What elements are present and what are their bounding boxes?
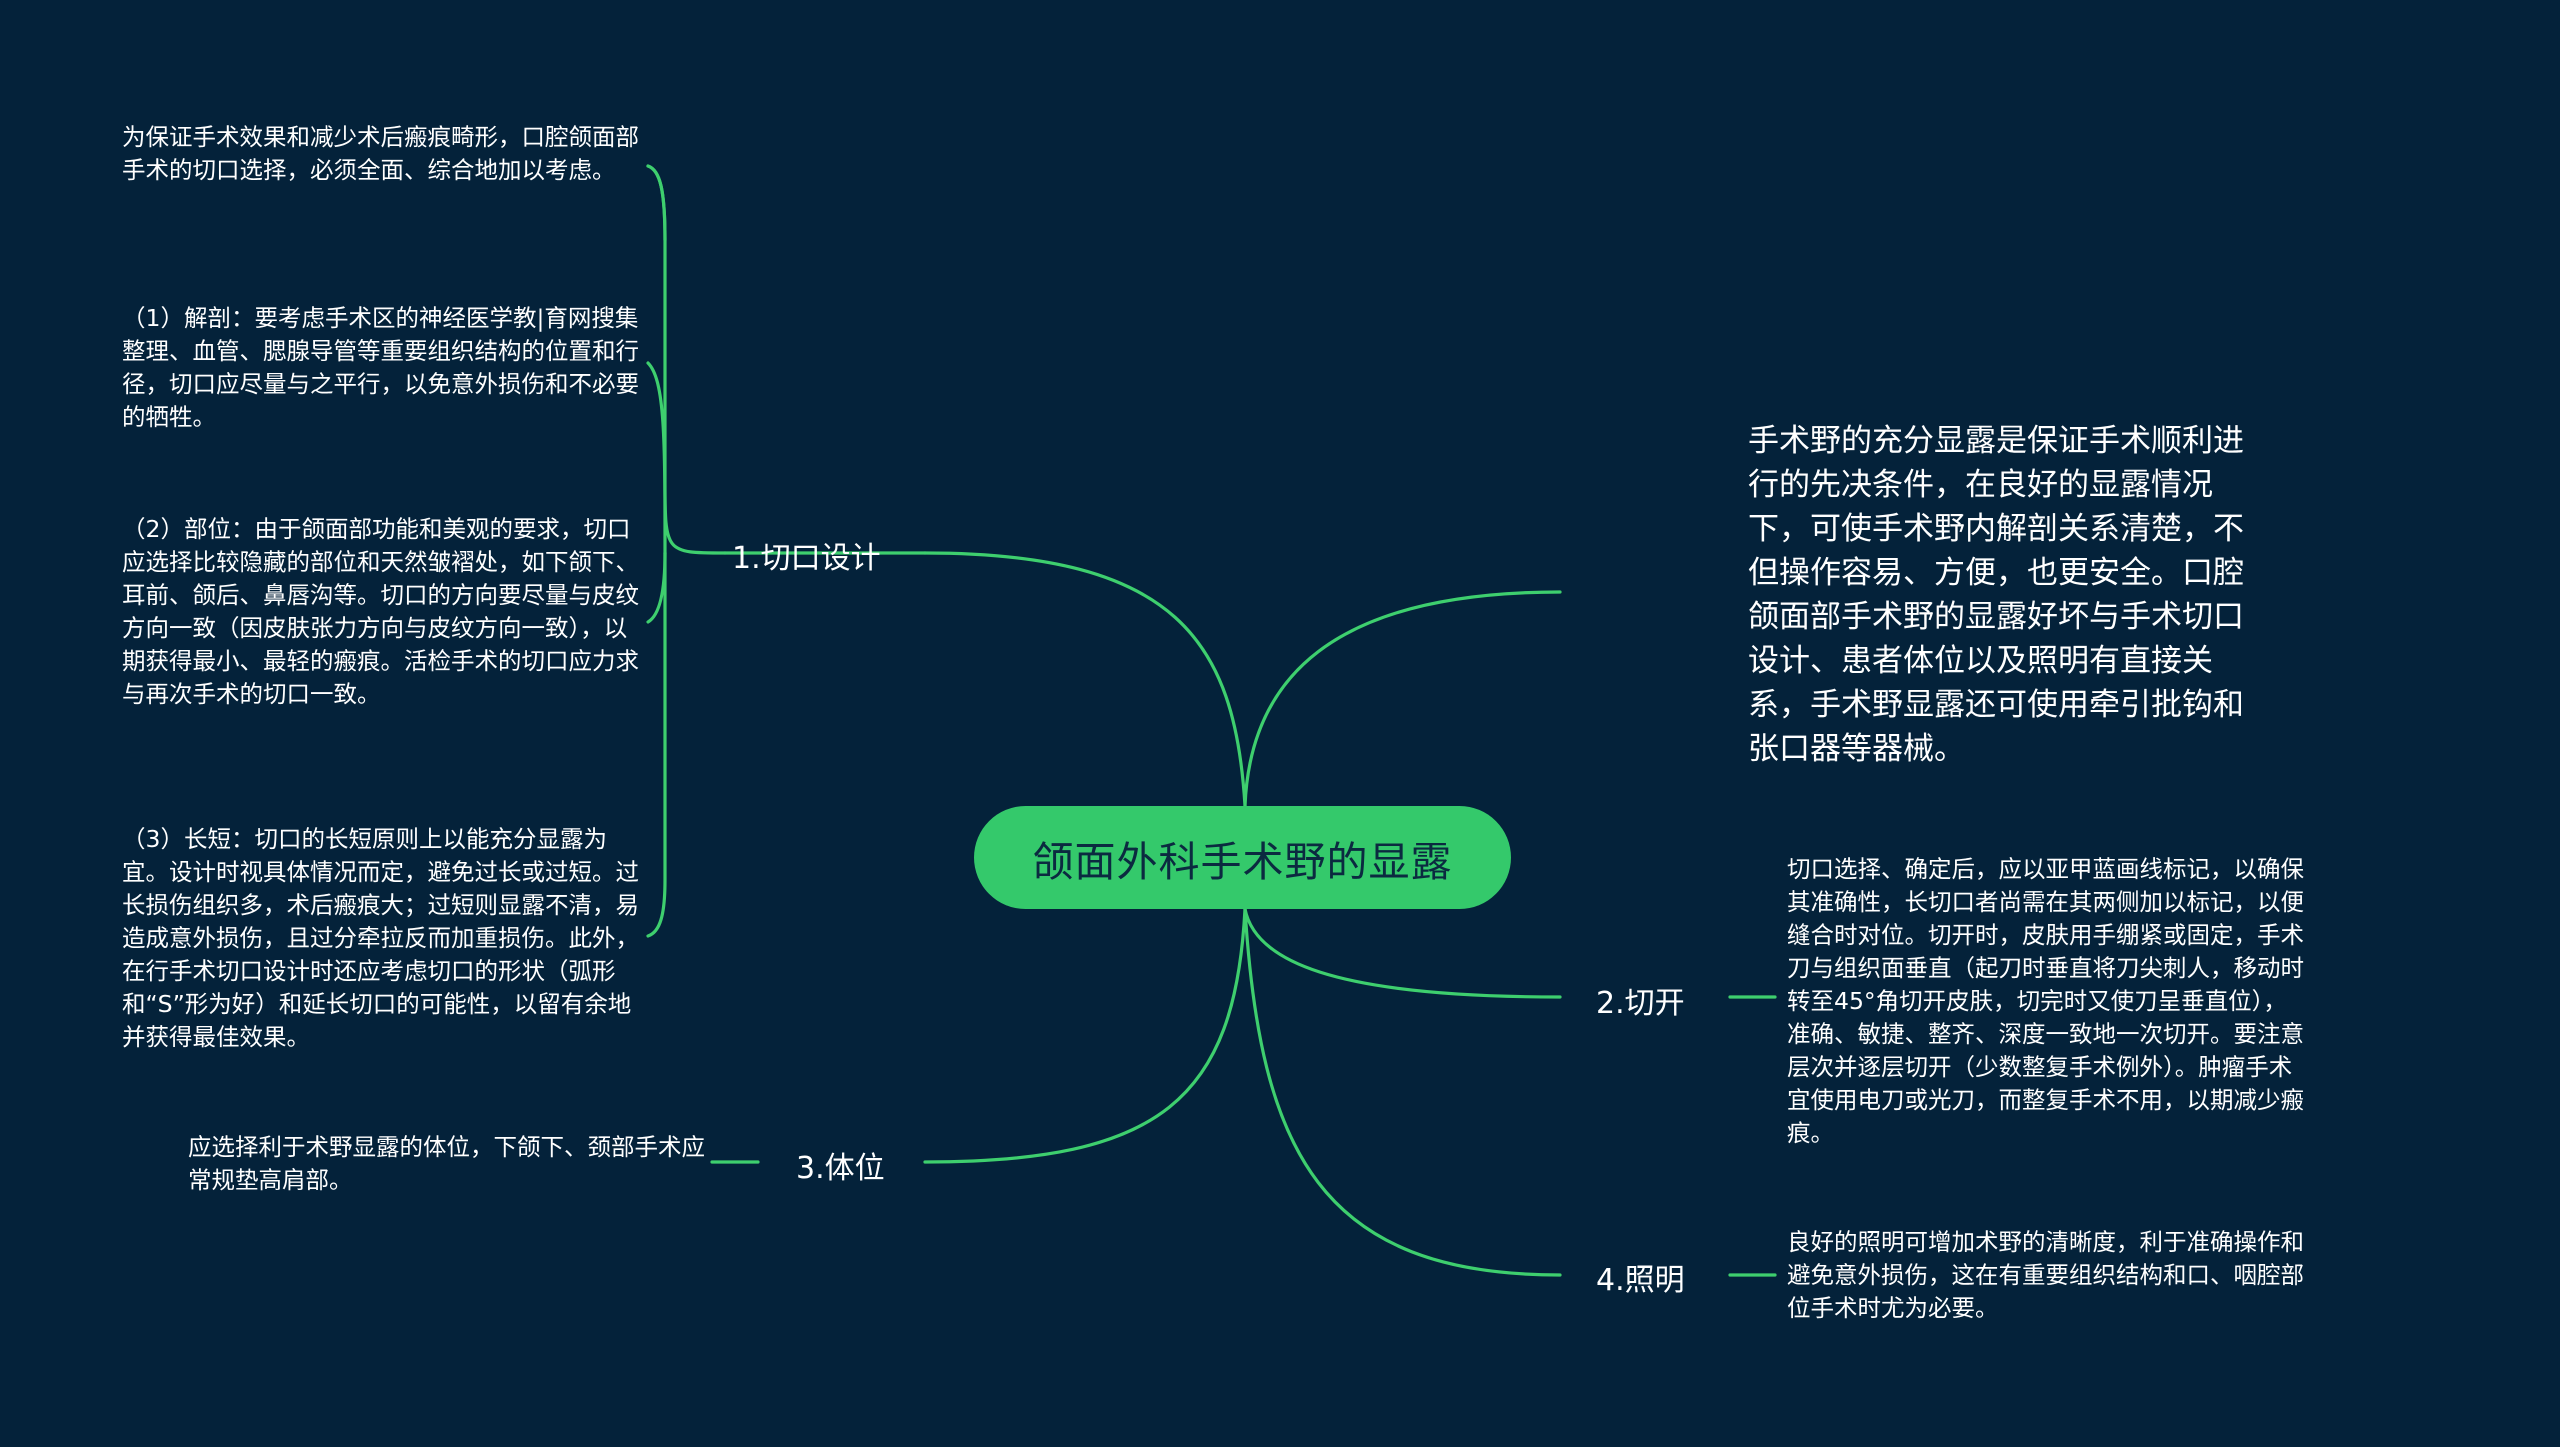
leaf-incision-intro-text: 为保证手术效果和减少术后瘢痕畸形，口腔颌面部手术的切口选择，必须全面、综合地加以… [122, 123, 639, 184]
leaf-incision-location[interactable]: （2）部位：由于颌面部功能和美观的要求，切口应选择比较隐藏的部位和天然皱褶处，如… [122, 513, 642, 711]
leaf-position-text: 应选择利于术野显露的体位，下颌下、颈部手术应常规垫高肩部。 [188, 1133, 705, 1194]
leaf-incision-anatomy[interactable]: （1）解剖：要考虑手术区的神经医学教|育网搜集整理、血管、腮腺导管等重要组织结构… [122, 302, 642, 434]
leaf-cutting-text: 切口选择、确定后，应以亚甲蓝画线标记，以确保其准确性，长切口者尚需在其两侧加以标… [1787, 855, 2304, 1147]
branch-lighting-label: 4.照明 [1596, 1263, 1685, 1298]
leaf-cutting[interactable]: 切口选择、确定后，应以亚甲蓝画线标记，以确保其准确性，长切口者尚需在其两侧加以标… [1787, 853, 2307, 1150]
leaf-incision-location-text: （2）部位：由于颌面部功能和美观的要求，切口应选择比较隐藏的部位和天然皱褶处，如… [122, 515, 639, 708]
leaf-lighting-text: 良好的照明可增加术野的清晰度，利于准确操作和避免意外损伤，这在有重要组织结构和口… [1787, 1228, 2304, 1322]
leaf-incision-length[interactable]: （3）长短：切口的长短原则上以能充分显露为宜。设计时视具体情况而定，避免过长或过… [122, 823, 642, 1054]
link-incision-child-2 [646, 361, 667, 555]
leaf-intro-text: 手术野的充分显露是保证手术顺利进行的先决条件，在良好的显露情况下，可使手术野内解… [1748, 423, 2244, 767]
leaf-incision-anatomy-text: （1）解剖：要考虑手术区的神经医学教|育网搜集整理、血管、腮腺导管等重要组织结构… [122, 304, 639, 431]
link-root-intro [1243, 590, 1562, 808]
branch-incision-design[interactable]: 1.切口设计 [732, 533, 881, 577]
link-root-position [923, 907, 1247, 1164]
leaf-position[interactable]: 应选择利于术野显露的体位，下颌下、颈部手术应常规垫高肩部。 [188, 1131, 708, 1197]
leaf-intro[interactable]: 手术野的充分显露是保证手术顺利进行的先决条件，在良好的显露情况下，可使手术野内解… [1748, 419, 2248, 771]
branch-position-label: 3.体位 [796, 1151, 885, 1186]
link-incision-child-4 [646, 551, 667, 938]
branch-incision-label: 1.切口设计 [732, 541, 881, 576]
leaf-incision-intro[interactable]: 为保证手术效果和减少术后瘢痕畸形，口腔颌面部手术的切口选择，必须全面、综合地加以… [122, 121, 642, 187]
link-incision-child-1 [646, 164, 667, 242]
leaf-lighting[interactable]: 良好的照明可增加术野的清晰度，利于准确操作和避免意外损伤，这在有重要组织结构和口… [1787, 1226, 2307, 1325]
branch-cutting[interactable]: 2.切开 [1596, 978, 1685, 1022]
link-root-incision [923, 551, 1247, 808]
link-incision-child-3 [646, 551, 667, 624]
link-root-lighting [1243, 907, 1562, 1277]
branch-cutting-label: 2.切开 [1596, 986, 1685, 1021]
branch-lighting[interactable]: 4.照明 [1596, 1255, 1685, 1299]
root-label: 颌面外科手术野的显露 [1032, 837, 1453, 886]
branch-position[interactable]: 3.体位 [796, 1143, 885, 1187]
root-node[interactable]: 颌面外科手术野的显露 [974, 806, 1511, 909]
link-root-cutting [1243, 907, 1562, 999]
leaf-incision-length-text: （3）长短：切口的长短原则上以能充分显露为宜。设计时视具体情况而定，避免过长或过… [122, 825, 639, 1051]
link-incision-bracket [646, 164, 727, 555]
